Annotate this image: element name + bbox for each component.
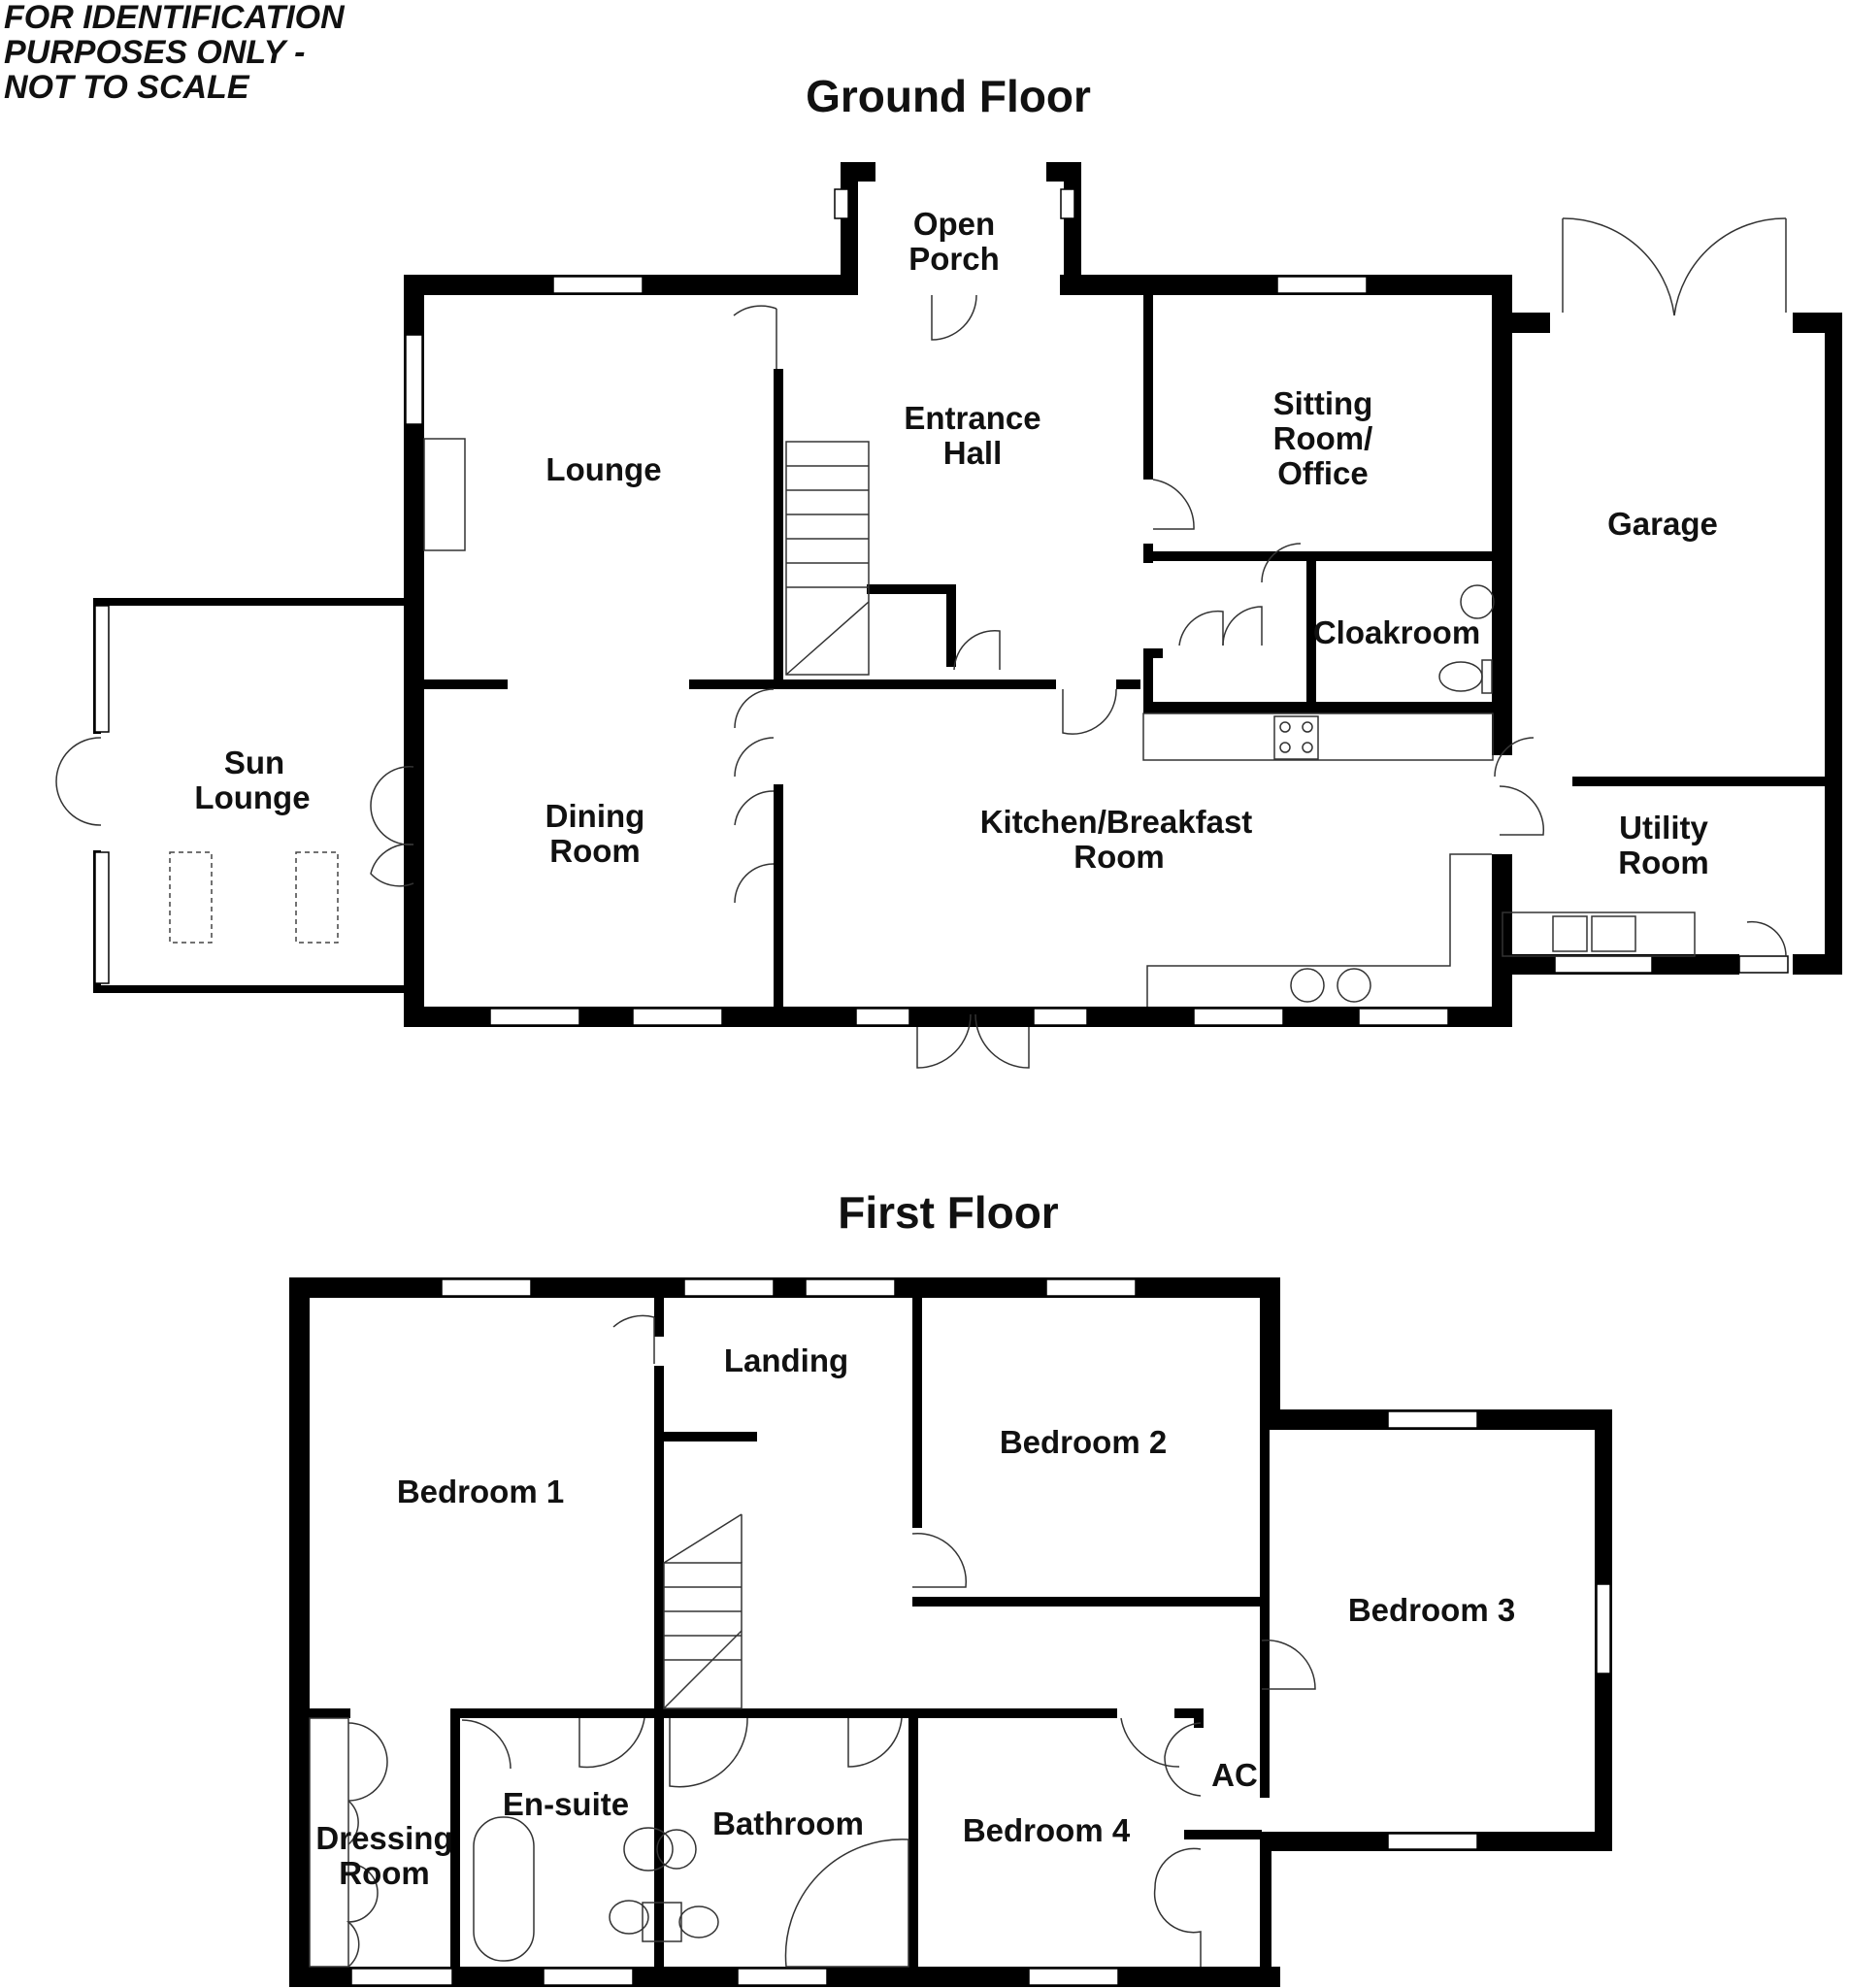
label-ac: AC <box>1211 1757 1258 1793</box>
label-bedroom-4: Bedroom 4 <box>963 1812 1131 1848</box>
first-floor-doors <box>346 1314 1316 1968</box>
first-floor-walls <box>289 1277 1612 1987</box>
label-lounge: Lounge <box>545 451 661 487</box>
disclaimer-note: FOR IDENTIFICATION PURPOSES ONLY - NOT T… <box>4 0 345 106</box>
ground-floor-title: Ground Floor <box>806 71 1091 121</box>
first-floor-windows <box>350 1278 1611 1986</box>
ground-floor-walls <box>93 162 1842 1027</box>
label-bedroom-1: Bedroom 1 <box>397 1474 564 1509</box>
first-floor-title: First Floor <box>838 1187 1059 1238</box>
label-garage: Garage <box>1607 506 1718 542</box>
label-bathroom: Bathroom <box>712 1806 864 1841</box>
label-bedroom-2: Bedroom 2 <box>1000 1424 1167 1460</box>
label-en-suite: En-suite <box>503 1786 629 1822</box>
ground-floor-doors <box>55 217 1789 1069</box>
label-cloakroom: Cloakroom <box>1313 614 1480 650</box>
first-floor-fixtures <box>309 1513 909 1968</box>
label-bedroom-3: Bedroom 3 <box>1348 1592 1515 1628</box>
first-floor-room-labels: Landing Bedroom 1 Bedroom 2 Bedroom 3 Be… <box>315 1342 1515 1891</box>
ground-floor-fixtures <box>169 438 1696 1007</box>
label-landing: Landing <box>724 1342 848 1378</box>
ground-floor-windows <box>94 188 1653 1026</box>
